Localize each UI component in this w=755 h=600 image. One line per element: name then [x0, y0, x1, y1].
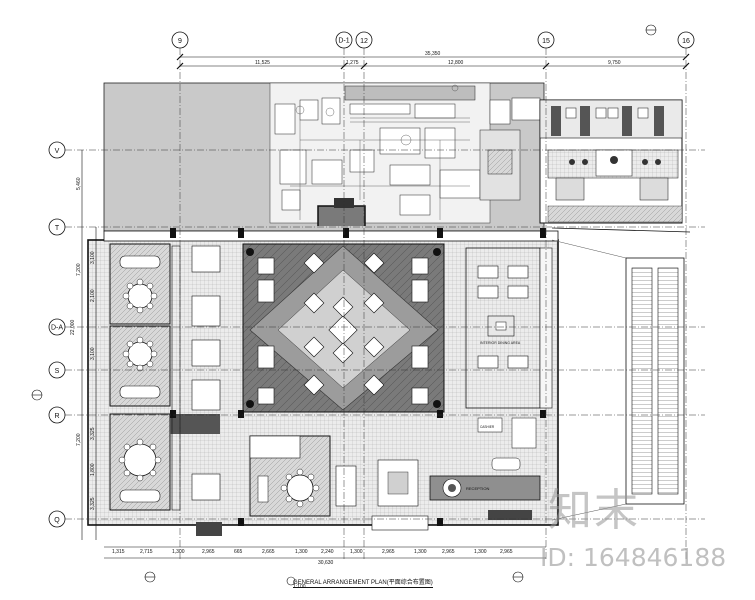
- lower-zone: RECEPTION CASHIER: [196, 417, 541, 536]
- watermark-id: ID: 164846188: [540, 543, 727, 572]
- main-dining-hall: [242, 243, 445, 413]
- section-markers: [31, 24, 657, 586]
- top-dimension-4: 9,750: [608, 60, 621, 66]
- bottom-dimension-11: 1,300: [414, 549, 427, 555]
- left-dimension-4: 2,100: [90, 289, 96, 302]
- left-dimension-5: 3,100: [90, 347, 96, 360]
- structural-columns: [170, 228, 546, 526]
- left-total-dimension: 22,000: [70, 319, 76, 335]
- top-dimension-2: 1,275: [346, 60, 359, 66]
- bottom-dimension-5: 665: [234, 549, 243, 555]
- cashier-label: CASHIER: [480, 425, 495, 429]
- interior-dining-area: INTERIOR DINING AREA: [465, 247, 553, 409]
- bottom-dimension-3: 1,300: [172, 549, 185, 555]
- bottom-dimensions: [104, 546, 546, 559]
- axis-label-q: Q: [54, 517, 60, 524]
- left-dimension-8: 1,800: [90, 463, 96, 476]
- left-axis-bubbles: [48, 141, 66, 528]
- left-dimension-1: 5,460: [76, 177, 82, 190]
- axis-label-s: S: [55, 368, 60, 375]
- axis-label-12: 12: [360, 38, 368, 45]
- bottom-dimension-13: 1,300: [474, 549, 487, 555]
- bottom-dimension-1: 1,315: [112, 549, 125, 555]
- bottom-total-dimension: 30,630: [318, 560, 334, 566]
- axis-label-da: D-A: [51, 325, 63, 332]
- top-dimensions: [176, 53, 690, 70]
- reception-label: RECEPTION: [466, 486, 489, 491]
- axis-label-t: T: [55, 225, 60, 232]
- bottom-dimension-9: 1,300: [350, 549, 363, 555]
- axis-label-9: 9: [178, 38, 182, 45]
- top-total-dimension: 35,350: [425, 51, 441, 57]
- left-dimension-9: 3,325: [90, 497, 96, 510]
- left-dimension-6: 7,200: [76, 433, 82, 446]
- drawing-scale: 1:100: [293, 584, 306, 590]
- bottom-dimension-6: 2,665: [262, 549, 275, 555]
- left-dimension-2: 7,200: [76, 263, 82, 276]
- axis-label-16: 16: [682, 38, 690, 45]
- left-dimensions: [81, 150, 97, 540]
- grid-lines: [65, 48, 705, 560]
- top-axis-bubbles: [171, 31, 695, 49]
- left-dimension-7: 3,325: [90, 427, 96, 440]
- bottom-dimension-12: 2,965: [442, 549, 455, 555]
- drawing-title: GENERAL ARRANGEMENT PLAN(平面综合布置图): [293, 577, 433, 588]
- bottom-dimension-4: 2,965: [202, 549, 215, 555]
- escalator: [551, 227, 691, 521]
- watermark-logo: 知末: [548, 485, 640, 536]
- axis-label-v: V: [55, 148, 60, 155]
- axis-label-r: R: [54, 413, 59, 420]
- top-dimension-3: 12,800: [448, 60, 464, 66]
- top-dimension-1: 11,525: [255, 60, 270, 66]
- bottom-dimension-2: 2,715: [140, 549, 153, 555]
- bottom-dimension-7: 1,300: [295, 549, 308, 555]
- private-dining-rooms: [109, 243, 221, 511]
- bottom-dimension-8: 2,240: [321, 549, 334, 555]
- left-dimension-texts: 5,460 7,200 3,100 2,100 3,100 7,200 3,32…: [70, 177, 96, 510]
- axis-label-15: 15: [542, 38, 550, 45]
- bottom-dimension-texts: 1,315 2,715 1,300 2,965 665 2,665 1,300 …: [112, 549, 513, 566]
- restroom-block: [539, 99, 683, 224]
- bottom-dimension-14: 2,965: [500, 549, 513, 555]
- interior-dining-label: INTERIOR DINING AREA: [480, 341, 521, 345]
- back-of-house-area: [103, 82, 545, 232]
- bottom-dimension-10: 2,965: [382, 549, 395, 555]
- left-dimension-3: 3,100: [90, 251, 96, 264]
- axis-label-d1: D-1: [338, 38, 349, 45]
